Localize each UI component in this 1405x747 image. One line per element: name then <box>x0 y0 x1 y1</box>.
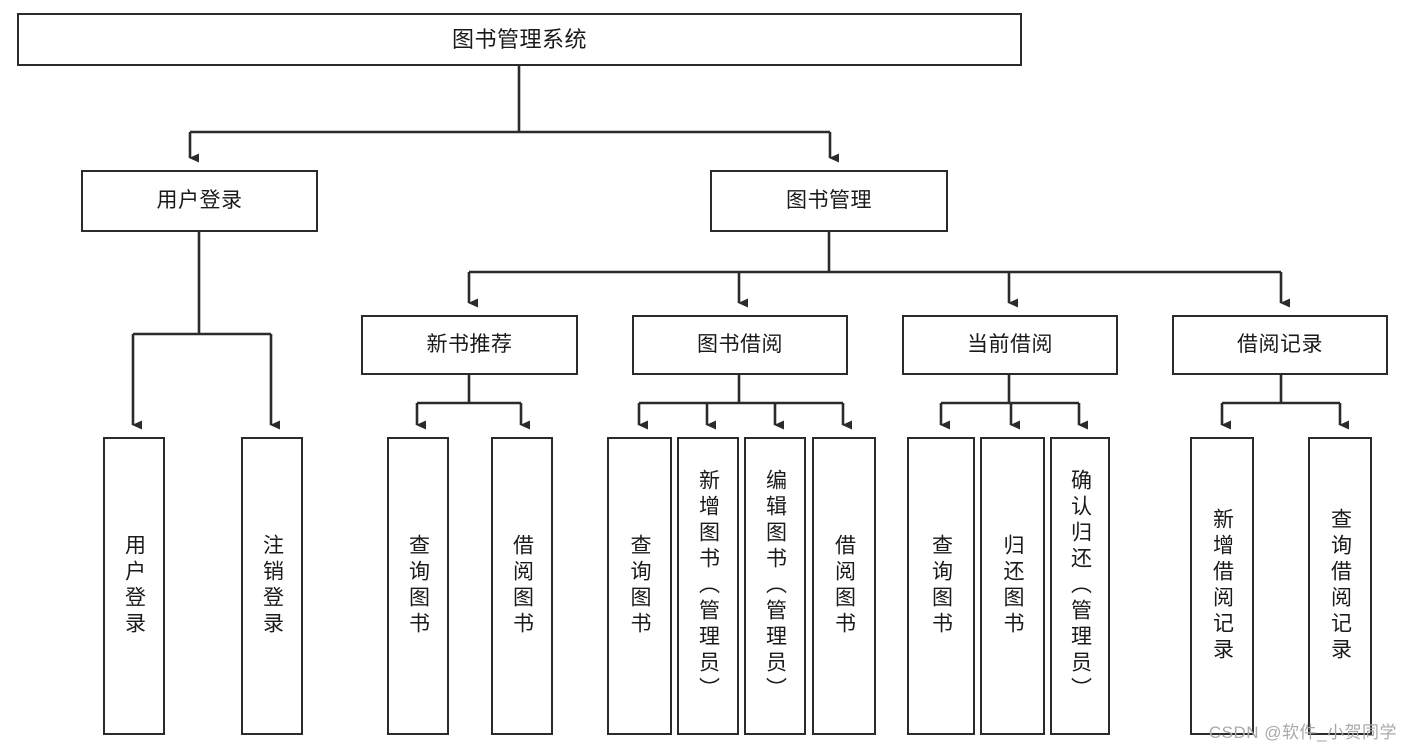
node-leaf-borrow-book[interactable]: 借阅图书 <box>812 437 876 735</box>
node-leaf-borrow-book-label: 借阅图书 <box>832 534 856 638</box>
node-leaf-query-book-recommend-label: 查询图书 <box>406 534 430 638</box>
node-leaf-query-book-borrow-label: 查询图书 <box>628 534 651 638</box>
node-leaf-return-book-label: 归还图书 <box>1001 534 1024 638</box>
node-book-borrow-label: 图书借阅 <box>697 332 783 356</box>
node-book-management-label: 图书管理 <box>786 188 872 212</box>
node-leaf-user-login[interactable]: 用户登录 <box>103 437 165 735</box>
node-leaf-add-borrow-record-label: 新增借阅记录 <box>1210 508 1234 664</box>
node-leaf-borrow-book-recommend-label: 借阅图书 <box>510 534 534 638</box>
node-leaf-add-book-admin[interactable]: 新增图书（管理员） <box>677 437 739 735</box>
node-borrow-record[interactable]: 借阅记录 <box>1172 315 1388 375</box>
node-leaf-edit-book-admin[interactable]: 编辑图书（管理员） <box>744 437 806 735</box>
node-leaf-logout[interactable]: 注销登录 <box>241 437 303 735</box>
node-book-borrow[interactable]: 图书借阅 <box>632 315 848 375</box>
csdn-watermark: CSDN @软件_小贺同学 <box>1208 723 1397 742</box>
node-leaf-edit-book-admin-label: 编辑图书（管理员） <box>763 469 787 703</box>
node-leaf-query-borrow-record[interactable]: 查询借阅记录 <box>1308 437 1372 735</box>
node-leaf-query-book-current-label: 查询图书 <box>929 534 953 638</box>
node-leaf-user-login-label: 用户登录 <box>122 534 146 638</box>
node-new-book-recommend-label: 新书推荐 <box>426 332 513 356</box>
node-leaf-query-borrow-record-label: 查询借阅记录 <box>1328 508 1352 664</box>
node-leaf-query-book-current[interactable]: 查询图书 <box>907 437 975 735</box>
node-leaf-borrow-book-recommend[interactable]: 借阅图书 <box>491 437 553 735</box>
node-leaf-confirm-return-admin-label: 确认归还（管理员） <box>1068 469 1092 703</box>
node-user-login[interactable]: 用户登录 <box>81 170 318 232</box>
node-user-login-label: 用户登录 <box>156 188 243 212</box>
node-current-borrow-label: 当前借阅 <box>967 332 1053 356</box>
node-book-management[interactable]: 图书管理 <box>710 170 948 232</box>
node-leaf-query-book-borrow[interactable]: 查询图书 <box>607 437 672 735</box>
node-leaf-query-book-recommend[interactable]: 查询图书 <box>387 437 449 735</box>
node-root-label: 图书管理系统 <box>451 26 587 52</box>
node-leaf-confirm-return-admin[interactable]: 确认归还（管理员） <box>1050 437 1110 735</box>
node-leaf-add-borrow-record[interactable]: 新增借阅记录 <box>1190 437 1254 735</box>
node-borrow-record-label: 借阅记录 <box>1237 332 1323 356</box>
node-current-borrow[interactable]: 当前借阅 <box>902 315 1118 375</box>
node-new-book-recommend[interactable]: 新书推荐 <box>361 315 578 375</box>
node-leaf-return-book[interactable]: 归还图书 <box>980 437 1045 735</box>
node-leaf-logout-label: 注销登录 <box>260 534 284 638</box>
node-leaf-add-book-admin-label: 新增图书（管理员） <box>696 469 720 703</box>
node-root-book-management-system[interactable]: 图书管理系统 <box>17 13 1022 66</box>
